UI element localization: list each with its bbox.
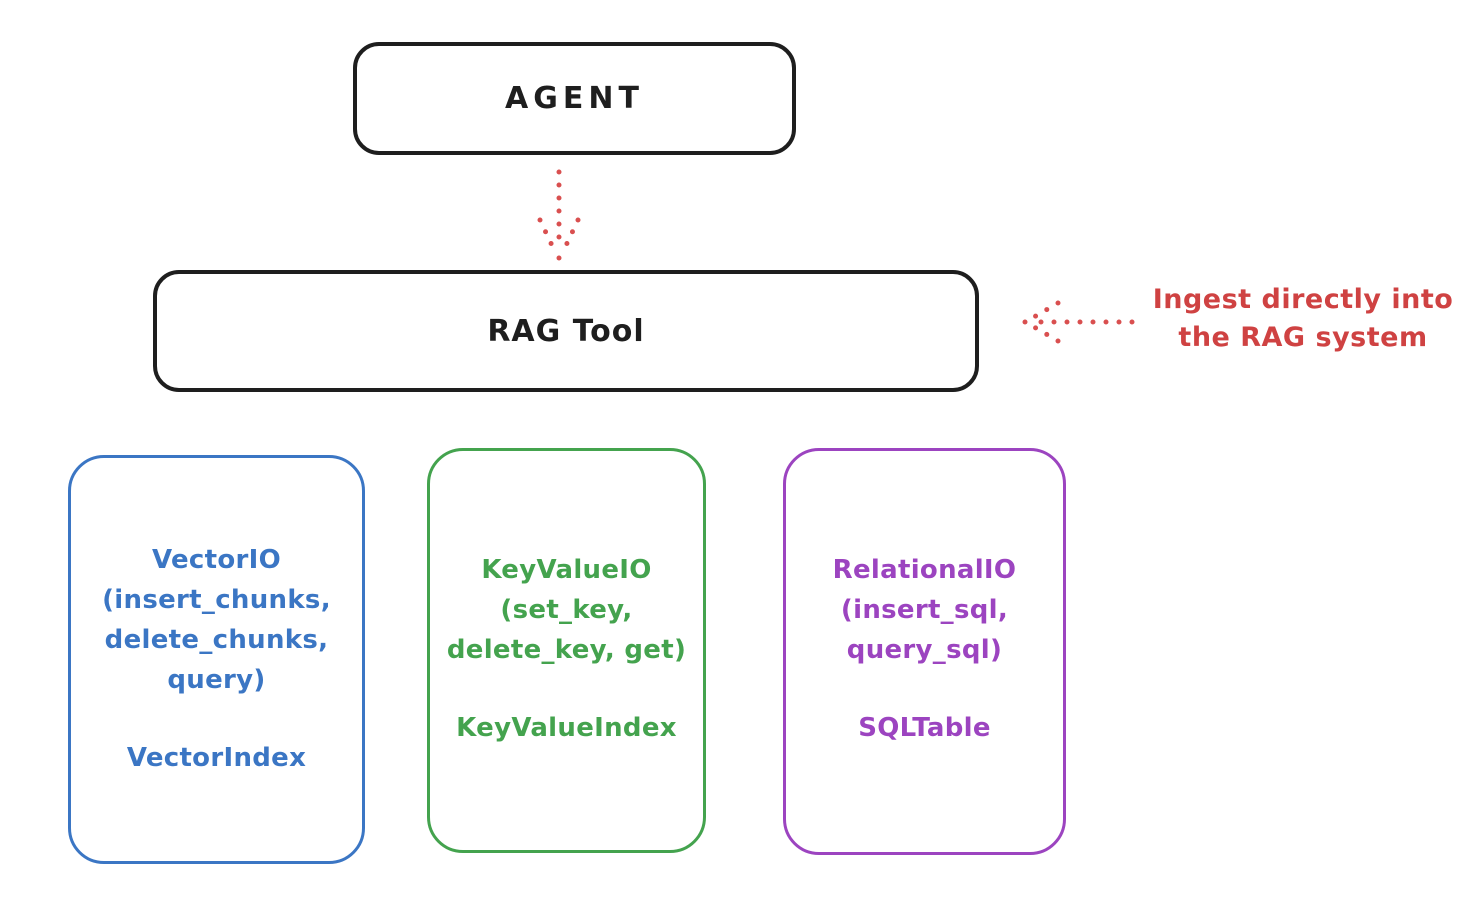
store-line: query_sql) [846, 635, 1003, 665]
keyvalue-io-node[interactable]: KeyValueIO (set_key, delete_key, get) Ke… [427, 448, 706, 853]
store-line: query) [167, 665, 266, 695]
agent-label: AGENT [505, 81, 644, 116]
ingest-annotation-line1: Ingest directly into [1152, 284, 1454, 315]
store-line: VectorIO [151, 545, 282, 575]
ingest-annotation-line2: the RAG system [1178, 322, 1428, 353]
vector-io-node[interactable]: VectorIO (insert_chunks, delete_chunks, … [68, 455, 365, 864]
store-line: (set_key, [500, 595, 633, 625]
store-line: (insert_chunks, [102, 585, 331, 615]
store-line: KeyValueIO [481, 555, 652, 585]
agent-to-rag-arrow [537, 169, 581, 261]
rag-tool-label: RAG Tool [487, 313, 645, 349]
vector-index-label: VectorIndex [126, 743, 307, 773]
ingest-arrow [1022, 300, 1135, 344]
store-line: RelationalIO [832, 555, 1017, 585]
store-line: (insert_sql, [840, 595, 1009, 625]
agent-node[interactable]: AGENT [353, 42, 796, 155]
sql-table-label: SQLTable [858, 713, 991, 743]
store-line: delete_key, get) [446, 635, 687, 665]
vector-io-methods: VectorIO (insert_chunks, delete_chunks, … [71, 540, 362, 700]
rag-tool-node[interactable]: RAG Tool [153, 270, 979, 392]
store-line: delete_chunks, [104, 625, 329, 655]
relational-io-node[interactable]: RelationalIO (insert_sql, query_sql) SQL… [783, 448, 1066, 855]
relational-io-methods: RelationalIO (insert_sql, query_sql) [786, 550, 1063, 670]
ingest-annotation: Ingest directly into the RAG system [1133, 281, 1473, 357]
keyvalue-io-methods: KeyValueIO (set_key, delete_key, get) [430, 550, 703, 670]
keyvalue-index-label: KeyValueIndex [456, 713, 677, 743]
